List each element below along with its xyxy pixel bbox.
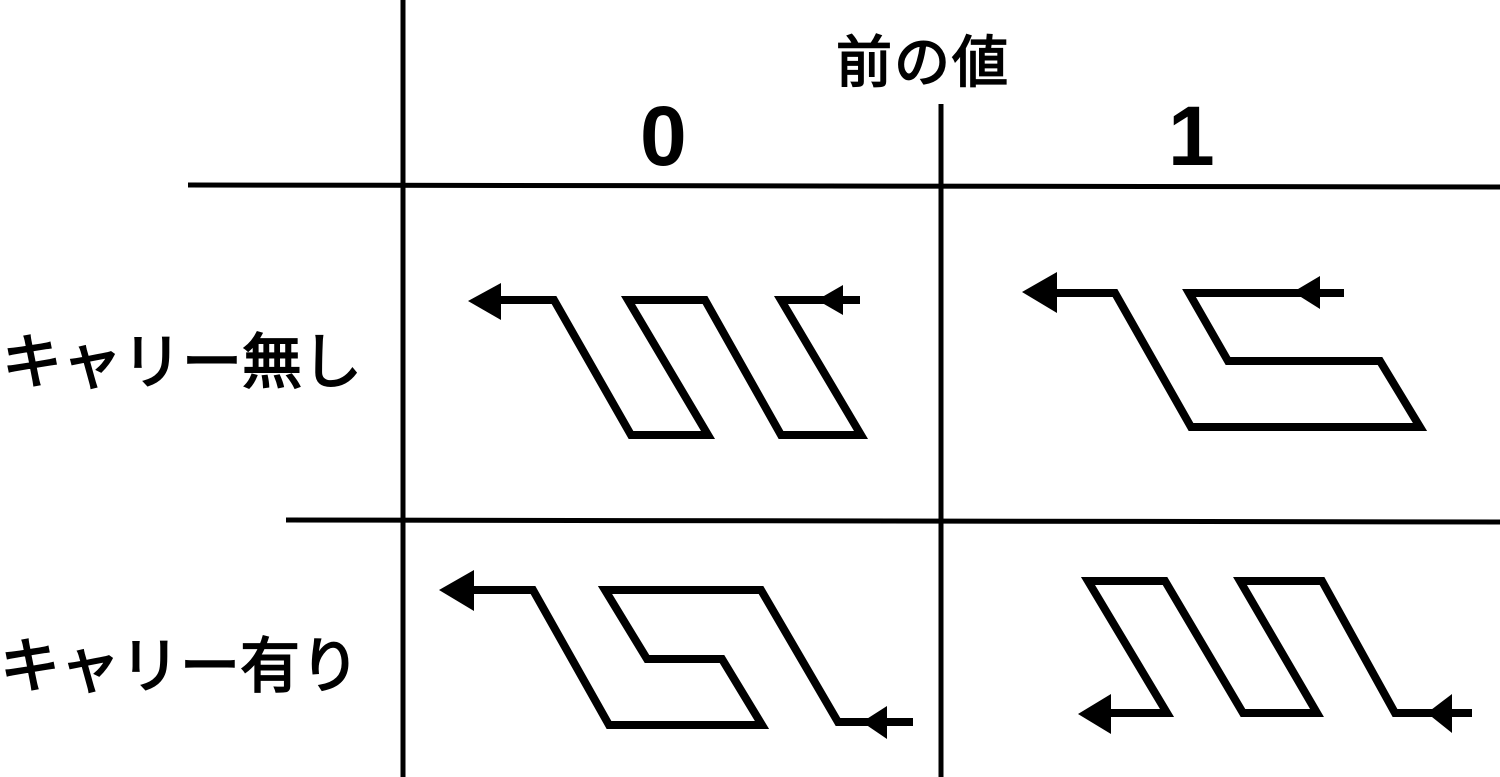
waveform-path	[1080, 577, 1472, 717]
arrow-left-icon	[468, 283, 501, 320]
row-label-with-carry: キャリー有り	[0, 632, 360, 702]
grid-horizontal-top	[187, 182, 1500, 190]
header-title: 前の値	[836, 31, 1010, 96]
waveform-no-carry-prev-0	[496, 296, 869, 439]
arrow-left-icon	[817, 285, 843, 315]
grid-lines	[187, 0, 1500, 777]
arrow-left-icon	[1427, 694, 1452, 733]
waveform-path	[496, 296, 869, 439]
waveform-no-carry-prev-1	[1052, 289, 1428, 431]
row-label-no-carry: キャリー無し	[2, 328, 362, 398]
waveform-with-carry-prev-0	[470, 586, 913, 729]
arrow-left-icon	[862, 706, 887, 739]
column-label-0: 0	[640, 89, 687, 183]
arrow-left-icon	[1022, 272, 1057, 313]
waveform-path	[1052, 289, 1428, 431]
waveform-path	[470, 586, 913, 729]
arrow-left-icon	[1078, 694, 1111, 734]
arrow-left-icon	[1293, 276, 1320, 309]
arrow-left-icon	[439, 570, 474, 611]
column-label-1: 1	[1168, 89, 1215, 183]
grid-horizontal-middle	[285, 517, 1500, 525]
waveform-with-carry-prev-1	[1080, 577, 1472, 717]
